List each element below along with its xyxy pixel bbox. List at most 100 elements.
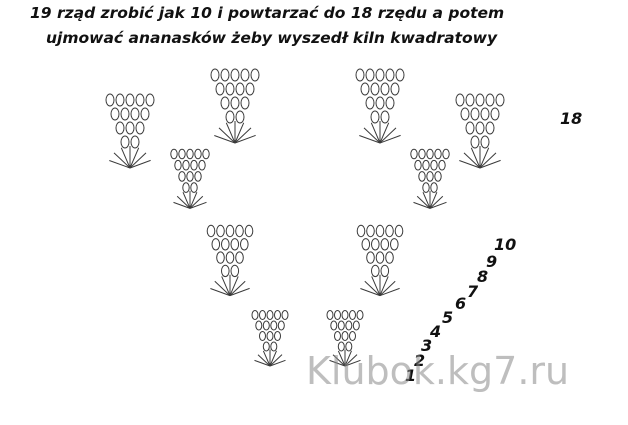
pineapple-loop (470, 107, 480, 121)
fan-stitch (109, 160, 131, 169)
pineapple-loop (145, 93, 155, 107)
fan-stitch (479, 159, 501, 169)
fan-stitch (344, 350, 352, 367)
pineapple-loop (422, 159, 430, 171)
pineapple-loop (430, 159, 438, 171)
pineapple-loop (235, 110, 245, 124)
pineapple-loop (349, 331, 356, 341)
pineapple-loop (375, 224, 385, 238)
fan-stitch (360, 288, 381, 297)
pineapple-loop (182, 159, 190, 171)
pineapple-loop (262, 320, 270, 331)
pineapple-loop (341, 331, 349, 341)
pineapple-loop (210, 68, 220, 82)
pineapple-loop (455, 93, 465, 107)
pineapple-loop (361, 238, 371, 251)
fan-stitch (459, 160, 481, 169)
pineapple-loop (130, 107, 140, 121)
fan-stitch (257, 354, 271, 367)
fan-stitch (225, 122, 236, 144)
fan-stitch (429, 195, 444, 209)
pineapple-loop (178, 171, 186, 182)
pineapple-loop (395, 68, 405, 82)
pineapple-loop (385, 68, 395, 82)
fan-stitch (422, 192, 431, 209)
fan-stitch (189, 201, 207, 209)
pineapple-loop (430, 182, 438, 193)
row-label-2: 2 (414, 351, 425, 370)
pineapple-loop (366, 224, 375, 238)
row-label-1: 1 (405, 366, 416, 385)
pineapple-loop (266, 331, 274, 341)
pineapple-loop (394, 224, 404, 238)
pineapple-loop (370, 110, 380, 124)
fan-stitch (363, 127, 381, 144)
pineapple-loop (418, 148, 426, 160)
title-line-2: ujmować ananasków żeby wyszedł kiln kwad… (46, 29, 498, 47)
pineapple-loop (110, 107, 120, 121)
pineapple-loop (480, 135, 490, 149)
pineapple-loop (198, 159, 206, 171)
pineapple-loop (115, 121, 125, 135)
fan-stitch (337, 350, 346, 367)
pineapple-loop (355, 68, 365, 82)
fan-stitch (429, 201, 447, 209)
pineapple-loop (414, 159, 422, 171)
pineapple-loop (135, 93, 145, 107)
pineapple-loop (281, 310, 289, 320)
fan-stitch (344, 359, 361, 367)
pineapple-loop (274, 310, 281, 320)
pineapple-loop (490, 107, 500, 121)
fan-stitch (173, 201, 191, 209)
pineapple-loop (216, 251, 225, 264)
fan-stitch (429, 192, 438, 209)
row-label-9: 9 (486, 252, 497, 271)
pineapple-loop (225, 224, 235, 238)
pineapple-loop (115, 93, 125, 107)
pineapple-loop (216, 224, 225, 238)
row-label-3: 3 (421, 336, 432, 355)
row-label-10: 10 (494, 235, 516, 254)
pineapple-loop (186, 148, 194, 160)
fan-stitch (229, 287, 250, 297)
pineapple-loop (349, 310, 356, 320)
pineapple-loop (334, 331, 341, 341)
pineapple-loop (206, 224, 216, 238)
fan-stitch (120, 147, 131, 169)
pineapple-loop (434, 171, 442, 182)
pineapple-loop (380, 264, 390, 278)
pineapple-loop (485, 121, 495, 135)
pineapple-motif (105, 93, 155, 169)
fan-stitch (344, 354, 358, 367)
pineapple-loop (251, 310, 259, 320)
pineapple-loop (202, 148, 210, 160)
pineapple-loop (380, 110, 390, 124)
pineapple-loop (438, 159, 446, 171)
pineapple-loop (140, 107, 150, 121)
pineapple-loop (465, 93, 475, 107)
pineapple-loop (334, 310, 341, 320)
pineapple-loop (485, 93, 495, 107)
row-label-18: 18 (560, 109, 582, 128)
pineapple-loop (380, 82, 390, 96)
pineapple-loop (475, 93, 485, 107)
pineapple-loop (326, 310, 334, 320)
pineapple-loop (480, 107, 490, 121)
pineapple-loop (345, 341, 353, 352)
pineapple-motif (206, 224, 254, 297)
pineapple-loop (356, 310, 364, 320)
pineapple-motif (170, 148, 210, 209)
pineapple-loop (410, 148, 418, 160)
fan-stitch (269, 359, 286, 367)
pineapple-loop (365, 96, 375, 110)
pineapple-motif (455, 93, 505, 169)
fan-stitch (379, 127, 397, 144)
pineapple-loop (125, 93, 135, 107)
fan-stitch (269, 350, 277, 367)
row-label-4: 4 (429, 322, 441, 341)
pineapple-loop (220, 96, 230, 110)
pineapple-loop (390, 238, 399, 251)
pineapple-loop (385, 251, 394, 264)
fan-stitch (359, 135, 381, 144)
pineapple-loop (194, 171, 202, 182)
